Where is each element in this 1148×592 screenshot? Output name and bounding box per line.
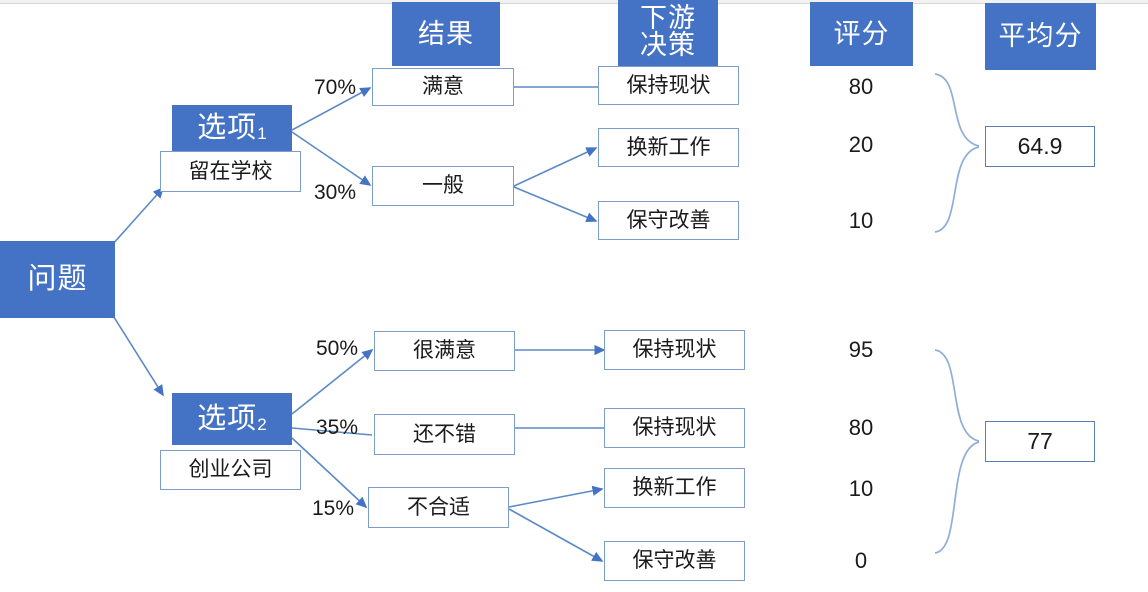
option-1-branch-1-decision-1[interactable]: 保持现状 bbox=[598, 66, 739, 105]
option-2-branch-3-probability: 15% bbox=[304, 495, 362, 523]
option-1-branch-1-decision-1-score: 80 bbox=[826, 72, 896, 102]
option-1-sublabel-text: 留在学校 bbox=[188, 159, 273, 183]
option-1-index: 1 bbox=[257, 124, 267, 144]
option-1-branch-1-outcome[interactable]: 满意 bbox=[372, 68, 514, 106]
option-2-branch-3-outcome[interactable]: 不合适 bbox=[368, 487, 509, 528]
outcome-text: 满意 bbox=[422, 75, 464, 99]
score-text: 20 bbox=[848, 131, 874, 157]
decision-text: 保持现状 bbox=[632, 338, 717, 362]
decision-text: 保持现状 bbox=[626, 73, 711, 97]
decision-text: 换新工作 bbox=[626, 135, 711, 159]
outcome-text: 还不错 bbox=[413, 422, 476, 446]
option-1-branch-2-outcome[interactable]: 一般 bbox=[372, 166, 514, 206]
header-outcome-label: 结果 bbox=[418, 18, 474, 49]
option-2-branch-2-probability: 35% bbox=[308, 414, 366, 442]
root-node-problem[interactable]: 问题 bbox=[0, 241, 115, 318]
option-2-branch-1-outcome[interactable]: 很满意 bbox=[374, 331, 515, 371]
option-1-title: 选项 bbox=[197, 111, 258, 144]
probability-text: 30% bbox=[313, 181, 357, 205]
average-text: 64.9 bbox=[1017, 132, 1063, 159]
score-text: 80 bbox=[848, 414, 874, 440]
option-1-sublabel: 留在学校 bbox=[160, 151, 301, 192]
option-1-branch-2-decision-2-score: 10 bbox=[826, 206, 896, 236]
header-average-score-label: 平均分 bbox=[998, 21, 1083, 52]
option-2-branch-3-decision-1[interactable]: 换新工作 bbox=[604, 468, 745, 508]
option-2-branch-2-decision-1[interactable]: 保持现状 bbox=[604, 408, 745, 448]
option-2-branch-3-decision-2-score: 0 bbox=[826, 546, 896, 576]
header-downstream-decision-line2: 决策 bbox=[640, 30, 696, 60]
score-text: 10 bbox=[848, 475, 874, 501]
outcome-text: 不合适 bbox=[407, 495, 470, 519]
score-text: 80 bbox=[848, 73, 874, 99]
header-downstream-decision-line1: 下游 bbox=[640, 3, 696, 33]
option-2-average-score: 77 bbox=[985, 421, 1095, 462]
option-1-branch-2-decision-2[interactable]: 保守改善 bbox=[598, 201, 739, 240]
probability-text: 15% bbox=[311, 497, 355, 521]
option-2-branch-1-decision-1-score: 95 bbox=[826, 335, 896, 365]
average-text: 77 bbox=[1027, 427, 1053, 454]
top-divider bbox=[0, 0, 1148, 4]
header-downstream-decision: 下游 决策 bbox=[618, 0, 718, 66]
probability-text: 70% bbox=[313, 76, 357, 100]
outcome-text: 很满意 bbox=[413, 339, 476, 363]
option-1-average-score: 64.9 bbox=[985, 126, 1095, 167]
probability-text: 35% bbox=[315, 416, 359, 440]
option-2-branch-1-probability: 50% bbox=[308, 335, 366, 363]
header-average-score: 平均分 bbox=[985, 3, 1096, 70]
option-2-branch-3-decision-2[interactable]: 保守改善 bbox=[604, 541, 745, 581]
option-2-branch-3-decision-1-score: 10 bbox=[826, 474, 896, 504]
option-2-title: 选项 bbox=[197, 402, 258, 435]
option-1-branch-2-decision-1[interactable]: 换新工作 bbox=[598, 128, 739, 167]
option-1-branch-2-probability: 30% bbox=[306, 179, 364, 207]
option-2-sublabel-text: 创业公司 bbox=[188, 458, 273, 482]
decision-text: 保守改善 bbox=[632, 549, 717, 573]
header-outcome: 结果 bbox=[392, 2, 500, 66]
option-2-branch-1-decision-1[interactable]: 保持现状 bbox=[604, 330, 745, 370]
header-score-label: 评分 bbox=[833, 18, 890, 49]
option-2-sublabel: 创业公司 bbox=[160, 450, 301, 490]
outcome-text: 一般 bbox=[422, 174, 464, 198]
option-2-branch-2-decision-1-score: 80 bbox=[826, 413, 896, 443]
header-score: 评分 bbox=[810, 2, 913, 66]
decision-text: 保持现状 bbox=[632, 416, 717, 440]
option-1-branch-2-decision-1-score: 20 bbox=[826, 130, 896, 160]
score-text: 0 bbox=[854, 547, 868, 573]
option-1-branch-1-probability: 70% bbox=[306, 74, 364, 102]
score-text: 10 bbox=[848, 207, 874, 233]
probability-text: 50% bbox=[315, 337, 359, 361]
decision-text: 换新工作 bbox=[632, 476, 717, 500]
score-text: 95 bbox=[848, 336, 874, 362]
option-2-branch-2-outcome[interactable]: 还不错 bbox=[374, 414, 515, 455]
decision-text: 保守改善 bbox=[626, 208, 711, 232]
option-2-index: 2 bbox=[257, 415, 267, 435]
root-node-label: 问题 bbox=[27, 263, 88, 296]
